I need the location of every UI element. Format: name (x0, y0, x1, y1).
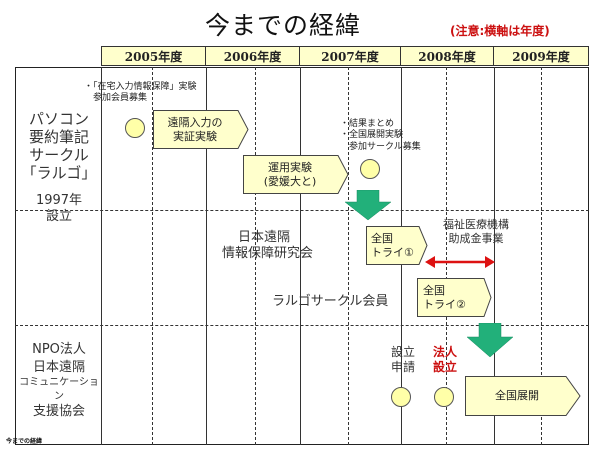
note-line: 参加会員募集 (84, 93, 148, 104)
year-header-2005: 2005年度 (101, 46, 206, 66)
milestone-circle-established (434, 387, 454, 407)
milestone-circle-2005 (125, 118, 145, 138)
label-line: 全国 (371, 232, 393, 246)
member-label: ラルゴサークル会員 (272, 294, 389, 309)
label-line: 申請 (391, 360, 416, 374)
midyear-line-2005 (152, 67, 153, 445)
row-divider-2 (15, 325, 589, 326)
row-label-founded: 1997年 設立 (18, 193, 100, 224)
label-line: トライ① (371, 245, 414, 259)
footer-caption: 今までの経緯 (6, 438, 43, 445)
pentagon-shape (153, 110, 249, 149)
phase-national-try-1: 全国トライ① (366, 226, 428, 265)
label-line: (愛媛大と) (263, 174, 317, 188)
pentagon-shape (417, 278, 492, 317)
row-label-larugo: パソコン 要約筆記 サークル 「ラルゴ」 (18, 110, 100, 182)
row-label-npo: NPO法人 日本遠隔 コミュニケーション 支援協会 (16, 341, 102, 421)
midyear-line-2006 (255, 67, 256, 445)
year-header-2008: 2008年度 (401, 46, 494, 66)
label-line: 1997年 (35, 193, 83, 208)
page-title: 今までの経緯 (205, 11, 362, 40)
note-line: ・「在宅入力情報保障」実験 (84, 82, 197, 92)
midyear-line-2007 (348, 67, 349, 445)
label-line: 支援協会 (32, 404, 85, 420)
label-line: 運用実験 (268, 161, 312, 175)
row-label-kenkyukai: 日本遠隔 情報保障研究会 (222, 230, 352, 261)
midyear-line-2009 (541, 67, 542, 445)
label-line: 要約筆記 (28, 128, 89, 146)
label-line: サークル (29, 146, 89, 164)
label-line: コミュニケーション (19, 377, 99, 402)
label-line: NPO法人 (32, 342, 86, 357)
event-note-2005: ・「在宅入力情報保障」実験 参加会員募集 (84, 82, 197, 105)
midyear-line-2008 (446, 67, 447, 445)
label-line: パソコン (28, 110, 89, 128)
label-line: 日本遠隔 (238, 230, 291, 245)
grant-period-arrow (425, 256, 495, 268)
label-line: 設立 (45, 208, 72, 224)
grant-note: 福祉医療機構 助成金事業 (443, 218, 509, 246)
phase-label: 全国トライ① (366, 226, 416, 265)
pentagon-shape (366, 226, 428, 265)
phase-label: 遠隔入力の実証実験 (153, 110, 237, 149)
label-line: 設立 (391, 345, 416, 359)
label-line: 実証実験 (173, 129, 217, 143)
year-header-2007: 2007年度 (300, 46, 401, 66)
note-line: ・全国展開実験 (340, 130, 404, 141)
phase-remote-input-trial: 遠隔入力の実証実験 (153, 110, 249, 149)
label-line: トライ② (423, 297, 466, 311)
phase-label: 全国トライ② (417, 278, 480, 317)
year-boundary-2009 (494, 67, 495, 445)
milestone-circle-2007 (360, 159, 380, 179)
pentagon-shape (243, 155, 349, 194)
label-line: 全国展開 (495, 389, 539, 403)
year-boundary-2006 (206, 67, 207, 445)
timeline-frame (15, 67, 589, 445)
label-line: 法人 (433, 345, 458, 359)
phase-label: 運用実験(愛媛大と) (243, 155, 337, 194)
established-label: 法人 設立 (433, 345, 457, 375)
phase-label: 全国展開 (465, 376, 569, 416)
note-line: 助成金事業 (448, 231, 504, 245)
label-line: 設立 (433, 360, 458, 374)
event-note-2007: ・結果まとめ ・全国展開実験 参加サークル募集 (340, 119, 421, 153)
phase-national-rollout: 全国展開 (465, 376, 581, 416)
label-line: 「ラルゴ」 (21, 164, 97, 182)
transition-arrow-down-2 (466, 323, 514, 358)
year-boundary-2007 (300, 67, 301, 445)
year-header-2009: 2009年度 (494, 46, 589, 66)
label-line: 遠隔入力の (167, 116, 223, 130)
row-divider-1 (15, 210, 589, 211)
label-line: 日本遠隔 (32, 359, 85, 375)
milestone-circle-apply (391, 387, 411, 407)
apply-label: 設立 申請 (391, 345, 415, 375)
axis-note: (注意:横軸は年度) (450, 24, 550, 38)
transition-arrow-down-1 (344, 190, 392, 221)
pentagon-shape (465, 376, 581, 416)
label-line: 情報保障研究会 (222, 245, 314, 261)
label-column-divider (101, 67, 102, 445)
phase-operation-trial: 運用実験(愛媛大と) (243, 155, 349, 194)
phase-national-try-2: 全国トライ② (417, 278, 492, 317)
note-line: 福祉医療機構 (443, 218, 509, 231)
label-line: 全国 (423, 284, 445, 298)
note-line: ・結果まとめ (340, 119, 395, 129)
year-header-2006: 2006年度 (206, 46, 300, 66)
note-line: 参加サークル募集 (340, 141, 421, 152)
